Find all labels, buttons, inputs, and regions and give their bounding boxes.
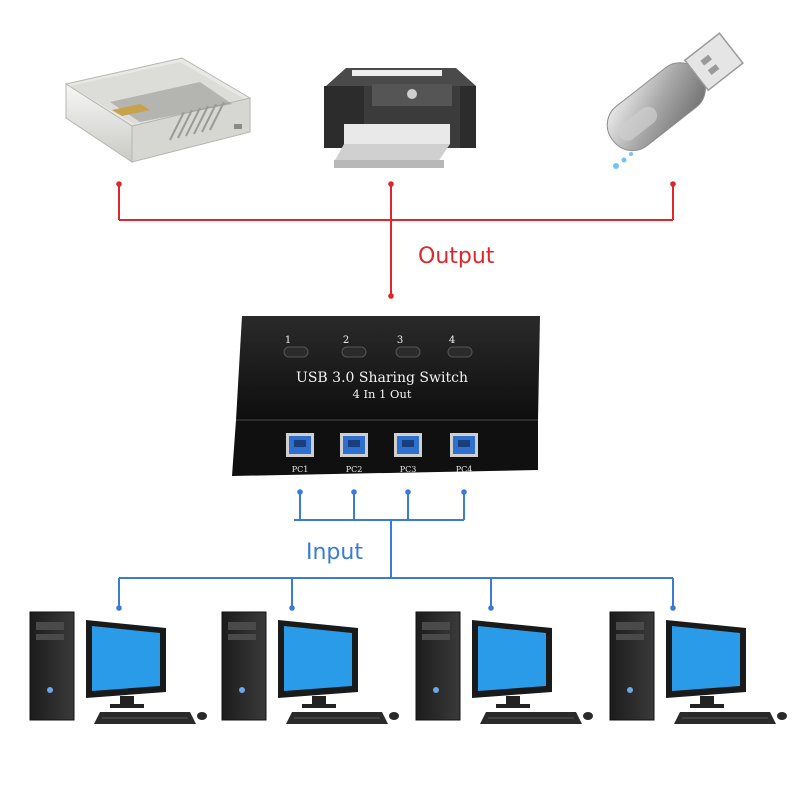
switch-button-1-label: 1 (285, 335, 291, 346)
input-connection-dot (116, 605, 122, 611)
printer-icon (324, 68, 476, 168)
input-connection-dot (297, 489, 303, 495)
output-connection-dot (388, 293, 394, 299)
computer-icon (221, 611, 399, 724)
input-connection-dot (488, 605, 494, 611)
usb-flash-drive-icon (606, 32, 744, 169)
switch-title: USB 3.0 Sharing Switch (296, 370, 468, 386)
usb-port-pc2-pins (348, 440, 360, 447)
usb-port-pc1-pins (294, 440, 306, 447)
switch-button-3-label: 3 (397, 335, 403, 346)
usb-port-pc4-pins (458, 440, 470, 447)
usb-sharing-switch: 1 2 3 4 USB 3.0 Sharing Switch 4 In 1 Out P… (232, 316, 540, 476)
input-connection-dot (461, 489, 467, 495)
computer-icon (609, 611, 787, 724)
port-label-pc1: PC1 (292, 465, 309, 474)
input-connection-dot (405, 489, 411, 495)
switch-button-4-label: 4 (449, 335, 455, 346)
input-label: Input (306, 540, 363, 565)
switch-button-4[interactable] (447, 346, 473, 358)
switch-button-2-label: 2 (343, 335, 349, 346)
output-connection-lines (116, 181, 676, 299)
switch-button-3[interactable] (395, 346, 421, 358)
output-connection-dot (388, 181, 394, 187)
output-connection-dot (670, 181, 676, 187)
port-label-pc3: PC3 (400, 465, 417, 474)
port-label-pc2: PC2 (346, 465, 363, 474)
switch-subtitle: 4 In 1 Out (352, 387, 411, 401)
switch-button-2[interactable] (341, 346, 367, 358)
usb-port-pc3-pins (402, 440, 414, 447)
input-connection-dot (670, 605, 676, 611)
port-label-pc4: PC4 (456, 465, 473, 474)
output-connection-dot (116, 181, 122, 187)
output-label: Output (418, 244, 495, 269)
input-connection-dot (289, 605, 295, 611)
switch-button-1[interactable] (283, 346, 309, 358)
computer-icon (415, 611, 593, 724)
computer-icon (29, 611, 207, 724)
scanner-icon (64, 57, 252, 163)
input-connection-lines (116, 489, 676, 611)
input-connection-dot (351, 489, 357, 495)
